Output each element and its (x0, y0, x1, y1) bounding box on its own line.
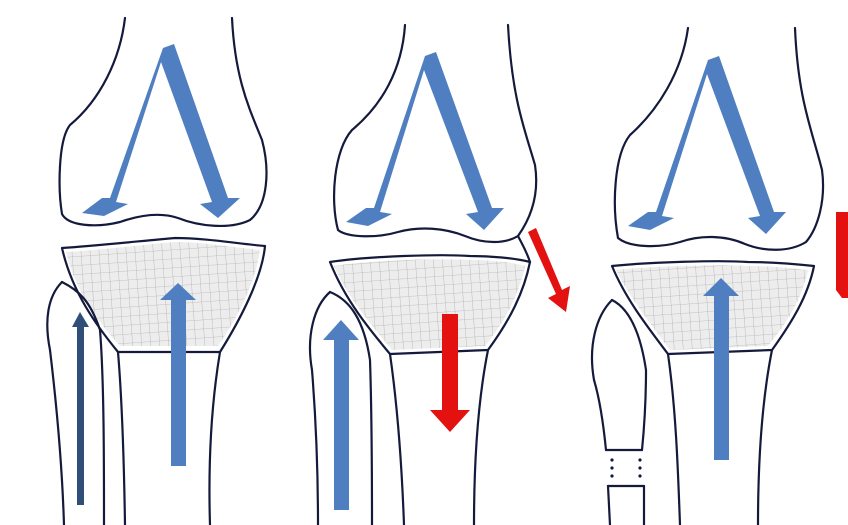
fibular-load-arrow-up-left (72, 312, 89, 505)
lateral-reduced-load-arrow-middle (528, 228, 570, 312)
panel-middle (310, 25, 570, 525)
fibula-middle (310, 292, 330, 525)
panel-left (47, 18, 266, 525)
panel-right (592, 28, 848, 525)
fibula-right (592, 300, 612, 450)
lateral-reduced-load-arrow-right (836, 212, 848, 298)
tibial-load-arrow-up-middle (323, 320, 359, 510)
fibula-left (47, 282, 64, 525)
